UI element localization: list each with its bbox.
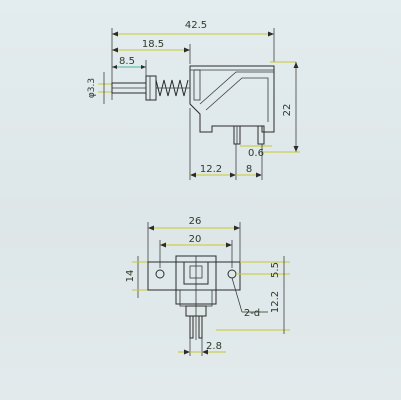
arrowhead <box>230 172 236 178</box>
dim-pin-row-offset: 12.2 <box>270 291 281 313</box>
pin-bottom-left <box>189 315 194 339</box>
pin-right <box>257 125 265 145</box>
dim-stem-length: 8.5 <box>119 56 135 67</box>
dim-pin-thickness: 0.6 <box>248 148 264 159</box>
pin-housing <box>185 305 207 317</box>
bottom-view: 26 20 14 2-d 5.5 12 <box>125 216 290 356</box>
dim-flange-height: 14 <box>125 270 136 283</box>
dim-pin-offset: 12.2 <box>200 164 222 175</box>
arrowhead <box>160 242 166 248</box>
arrowhead <box>184 47 190 53</box>
pin-bottom-right <box>198 315 203 339</box>
dim-pin-pitch: 8 <box>246 164 252 175</box>
housing-inner-line <box>205 77 269 122</box>
arrowhead <box>256 172 262 178</box>
arrowhead <box>268 31 274 37</box>
arrowhead <box>112 31 118 37</box>
spring <box>155 79 189 97</box>
plunger-head <box>145 75 157 101</box>
housing-collar <box>193 69 201 101</box>
dim-pin-width: 2.8 <box>206 341 222 352</box>
arrowhead <box>293 62 299 68</box>
arrowhead <box>293 146 299 152</box>
mounting-hole-left <box>155 269 165 279</box>
arrowhead <box>148 225 154 231</box>
arrowhead <box>202 349 208 355</box>
arrowhead <box>112 47 118 53</box>
dim-hole-callout: 2-d <box>244 308 260 319</box>
arrowhead <box>226 242 232 248</box>
arrowhead <box>234 225 240 231</box>
arrowhead <box>184 349 190 355</box>
dim-mount-width: 26 <box>189 216 202 227</box>
mounting-hole-right <box>227 269 237 279</box>
dim-height: 22 <box>282 104 293 117</box>
dim-hole-offset: 5.5 <box>270 262 281 278</box>
dim-stem-diameter: φ3.3 <box>87 78 97 98</box>
arrowhead <box>141 65 146 69</box>
dim-overall-length: 42.5 <box>185 20 207 31</box>
side-view: 42.5 18.5 8.5 φ3.3 <box>87 20 300 180</box>
arrowhead <box>190 172 196 178</box>
arrowhead <box>112 65 117 69</box>
hole-callout-leader <box>231 277 243 313</box>
dim-hole-spacing: 20 <box>189 234 202 245</box>
housing-slope <box>199 71 274 105</box>
dim-plunger-length: 18.5 <box>142 39 164 50</box>
switch-housing <box>189 65 275 133</box>
